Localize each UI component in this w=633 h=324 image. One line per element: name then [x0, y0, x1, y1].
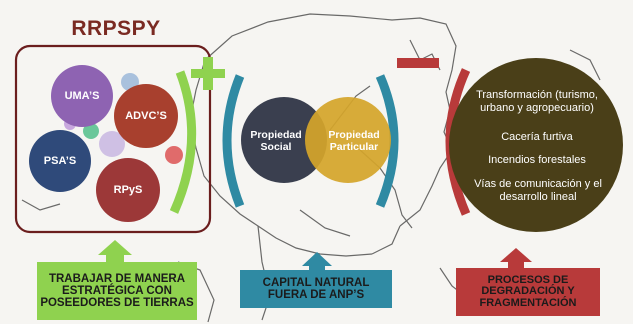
bubble-green: [83, 123, 99, 139]
title: RRPSPY: [71, 17, 161, 40]
green-box-text: TRABAJAR DE MANERA ESTRATÉGICA CON POSEE…: [40, 272, 194, 310]
advc-circle: [114, 84, 178, 148]
propiedad-particular-label: Propiedad Particular: [328, 128, 380, 153]
plus-icon: [191, 57, 225, 90]
green-bracket: [169, 70, 197, 214]
green-box: [37, 262, 197, 320]
minus-text: −: [0, 0, 1, 1]
propiedad-social-circle: [241, 97, 327, 183]
threat-caceria: Cacería furtiva: [501, 131, 573, 143]
bubble-lavender: [99, 131, 125, 157]
minus-icon: [397, 58, 439, 68]
threat-incendios: Incendios forestales: [488, 154, 586, 166]
red-box-text: PROCESOS DE DEGRADACIÓN Y FRAGMENTACIÓN: [479, 273, 577, 309]
propiedad-particular-circle: [305, 97, 391, 183]
uma-circle: [51, 65, 113, 127]
teal-box-text: CAPITAL NATURAL FUERA DE ANP’S: [262, 276, 370, 301]
rpys-label: RPyS: [113, 184, 143, 196]
threat-transformacion: Transformación (turismo, urbano y agrope…: [476, 89, 598, 114]
advc-label: ADVC’S: [125, 110, 167, 122]
rrpspy-frame: [14, 44, 212, 234]
psa-circle: [29, 130, 91, 192]
red-up-arrow: [500, 248, 532, 269]
green-up-arrow: [98, 240, 132, 264]
teal-bracket-left: [222, 74, 245, 208]
teal-up-arrow: [302, 252, 332, 273]
red-box: [456, 268, 600, 316]
threats-circle: [449, 58, 623, 232]
teal-box: [240, 270, 392, 308]
psa-label: PSA’S: [43, 155, 77, 167]
teal-bracket-right: [375, 74, 399, 208]
bubble-pink: [165, 146, 183, 164]
threat-vias: Vías de comunicación y el desarrollo lin…: [474, 178, 602, 203]
rpys-circle: [96, 158, 160, 222]
uma-label: UMA’S: [64, 90, 100, 102]
propiedad-social-label: Propiedad Social: [250, 128, 302, 153]
